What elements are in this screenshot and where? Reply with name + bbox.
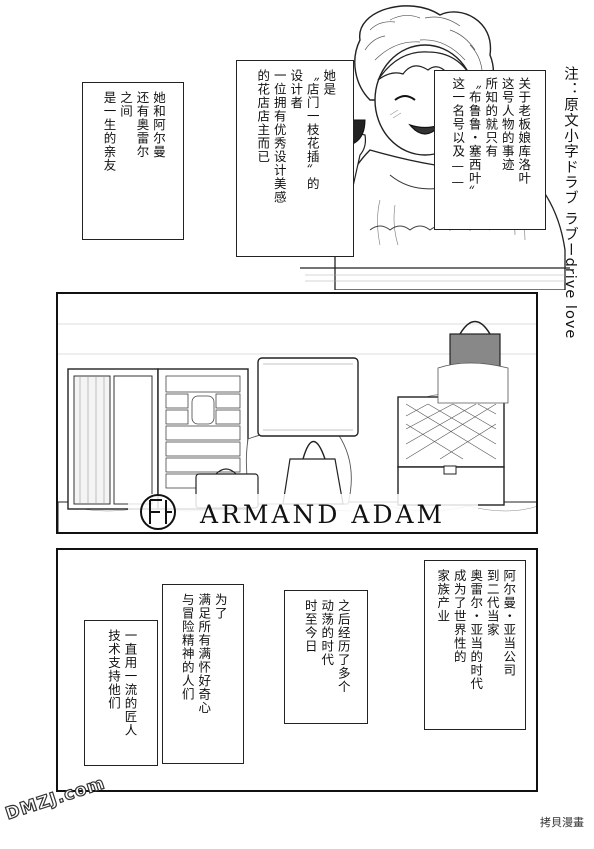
caption-line: 技术支持他们: [106, 629, 121, 710]
caption-line: 她和阿尔曼: [151, 91, 166, 159]
luggage-illustration: [58, 320, 536, 532]
caption-line: 时至今日: [302, 599, 318, 653]
caption-line: 成为了世界性的: [451, 569, 467, 664]
caption-line: 奥雷尔・亚当的时代: [468, 569, 484, 691]
caption-line: 关于老板娘库洛叶: [516, 77, 532, 185]
caption-box-middle: 她是 〝店门一枝花插〞的 设计者 一位拥有优秀设计美感 的花店店主而已: [236, 60, 354, 257]
caption-line: 设计者: [288, 69, 304, 110]
caption-line: 是一生的亲友: [101, 91, 117, 172]
caption-box-history-1: 阿尔曼・亚当公司 到二代当家 奥雷尔・亚当的时代 成为了世界性的 家族产业: [424, 560, 526, 730]
caption-line: 之间: [118, 91, 133, 118]
caption-line: 之后经历了多个: [335, 599, 351, 694]
caption-line: 一直用一流的匠人: [122, 629, 138, 737]
caption-line: 这号人物的事迹: [499, 77, 515, 172]
caption-line: 这一名号以及——: [450, 77, 466, 190]
caption-line: 为了: [212, 593, 228, 620]
caption-line: 一位拥有优秀设计美感: [271, 69, 287, 204]
dmzj-watermark: DMZJ.com: [3, 773, 109, 849]
caption-line: 〝布鲁鲁・塞西叶〞: [466, 77, 482, 199]
caption-box-history-3: 为了 满足所有满怀好奇心 与冒险精神的人们: [162, 584, 244, 764]
corner-watermark: 拷貝漫畫: [540, 816, 584, 829]
caption-box-history-2: 之后经历了多个 动荡的时代 时至今日: [284, 590, 368, 724]
armand-adam-logo-icon: [140, 494, 176, 530]
caption-box-history-4: 一直用一流的匠人 技术支持他们: [84, 620, 158, 766]
caption-line: 与冒险精神的人们: [179, 593, 195, 701]
caption-box-left: 她和阿尔曼 还有奥雷尔 之间 是一生的亲友: [82, 82, 184, 240]
caption-line: 阿尔曼・亚当公司: [501, 569, 517, 677]
caption-line: 家族产业: [435, 569, 451, 623]
luggage-panel: ARMAND ADAM: [56, 292, 538, 534]
caption-box-right: 关于老板娘库洛叶 这号人物的事迹 所知的就只有 〝布鲁鲁・塞西叶〞 这一名号以及…: [434, 70, 546, 230]
caption-line: 到二代当家: [484, 569, 500, 637]
caption-line: 的花店店主而已: [255, 69, 271, 164]
brand-logotype: ARMAND ADAM: [200, 500, 446, 529]
caption-line: 〝店门一枝花插〞的: [304, 69, 320, 191]
caption-line: 还有奥雷尔: [134, 91, 150, 159]
caption-line: 她是: [321, 69, 337, 96]
caption-line: 所知的就只有: [483, 77, 499, 158]
caption-line: 满足所有满怀好奇心: [196, 593, 212, 715]
translator-note: 注：原文小字ドラブ ラブーdrive love: [562, 66, 578, 340]
caption-line: 动荡的时代: [319, 599, 335, 667]
